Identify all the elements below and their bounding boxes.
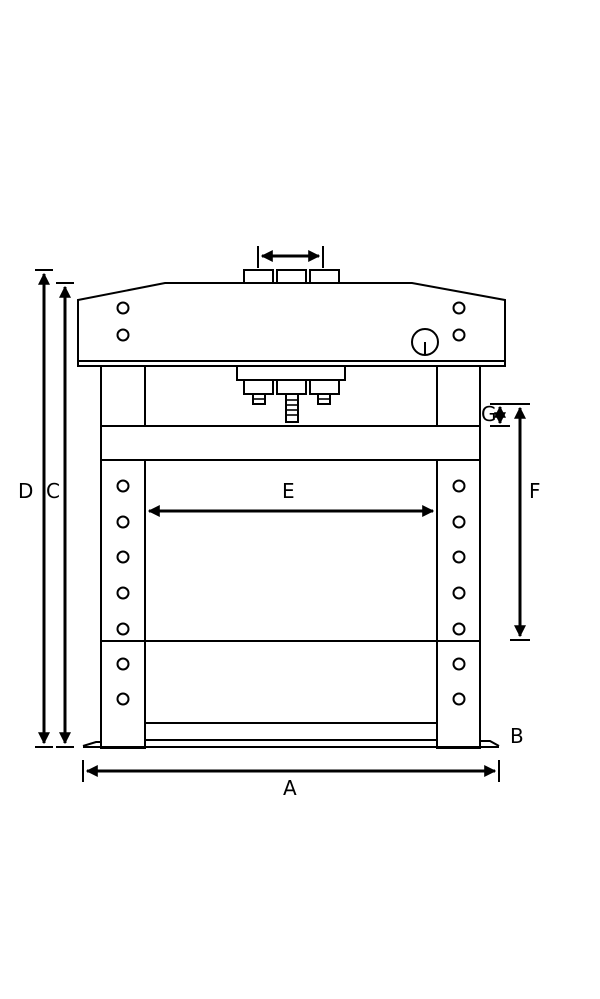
pressure-gauge-icon	[411, 328, 439, 356]
dimension-g	[490, 403, 510, 427]
dimension-piston-spacing	[257, 246, 324, 268]
cross-beam-upper	[100, 425, 481, 461]
left-foot	[82, 741, 101, 747]
dimension-a	[82, 760, 500, 782]
top-beam-holes	[116, 301, 466, 342]
label-e: E	[282, 479, 295, 503]
top-cylinder-caps	[243, 269, 340, 285]
right-foot	[480, 740, 500, 747]
label-f: F	[529, 479, 541, 503]
label-b: B	[510, 724, 524, 748]
label-d: D	[18, 479, 33, 503]
press-frame	[77, 269, 506, 749]
dimension-f	[510, 403, 530, 641]
label-g: G	[481, 402, 497, 426]
cylinder-assembly	[236, 365, 346, 423]
dimension-d	[35, 269, 53, 748]
left-column-holes	[116, 479, 130, 706]
bottom-bar	[144, 722, 438, 741]
top-beam	[77, 282, 506, 367]
label-c: C	[46, 479, 60, 503]
label-a: A	[283, 776, 297, 800]
dimension-c	[56, 282, 74, 748]
right-column-holes	[452, 479, 466, 706]
